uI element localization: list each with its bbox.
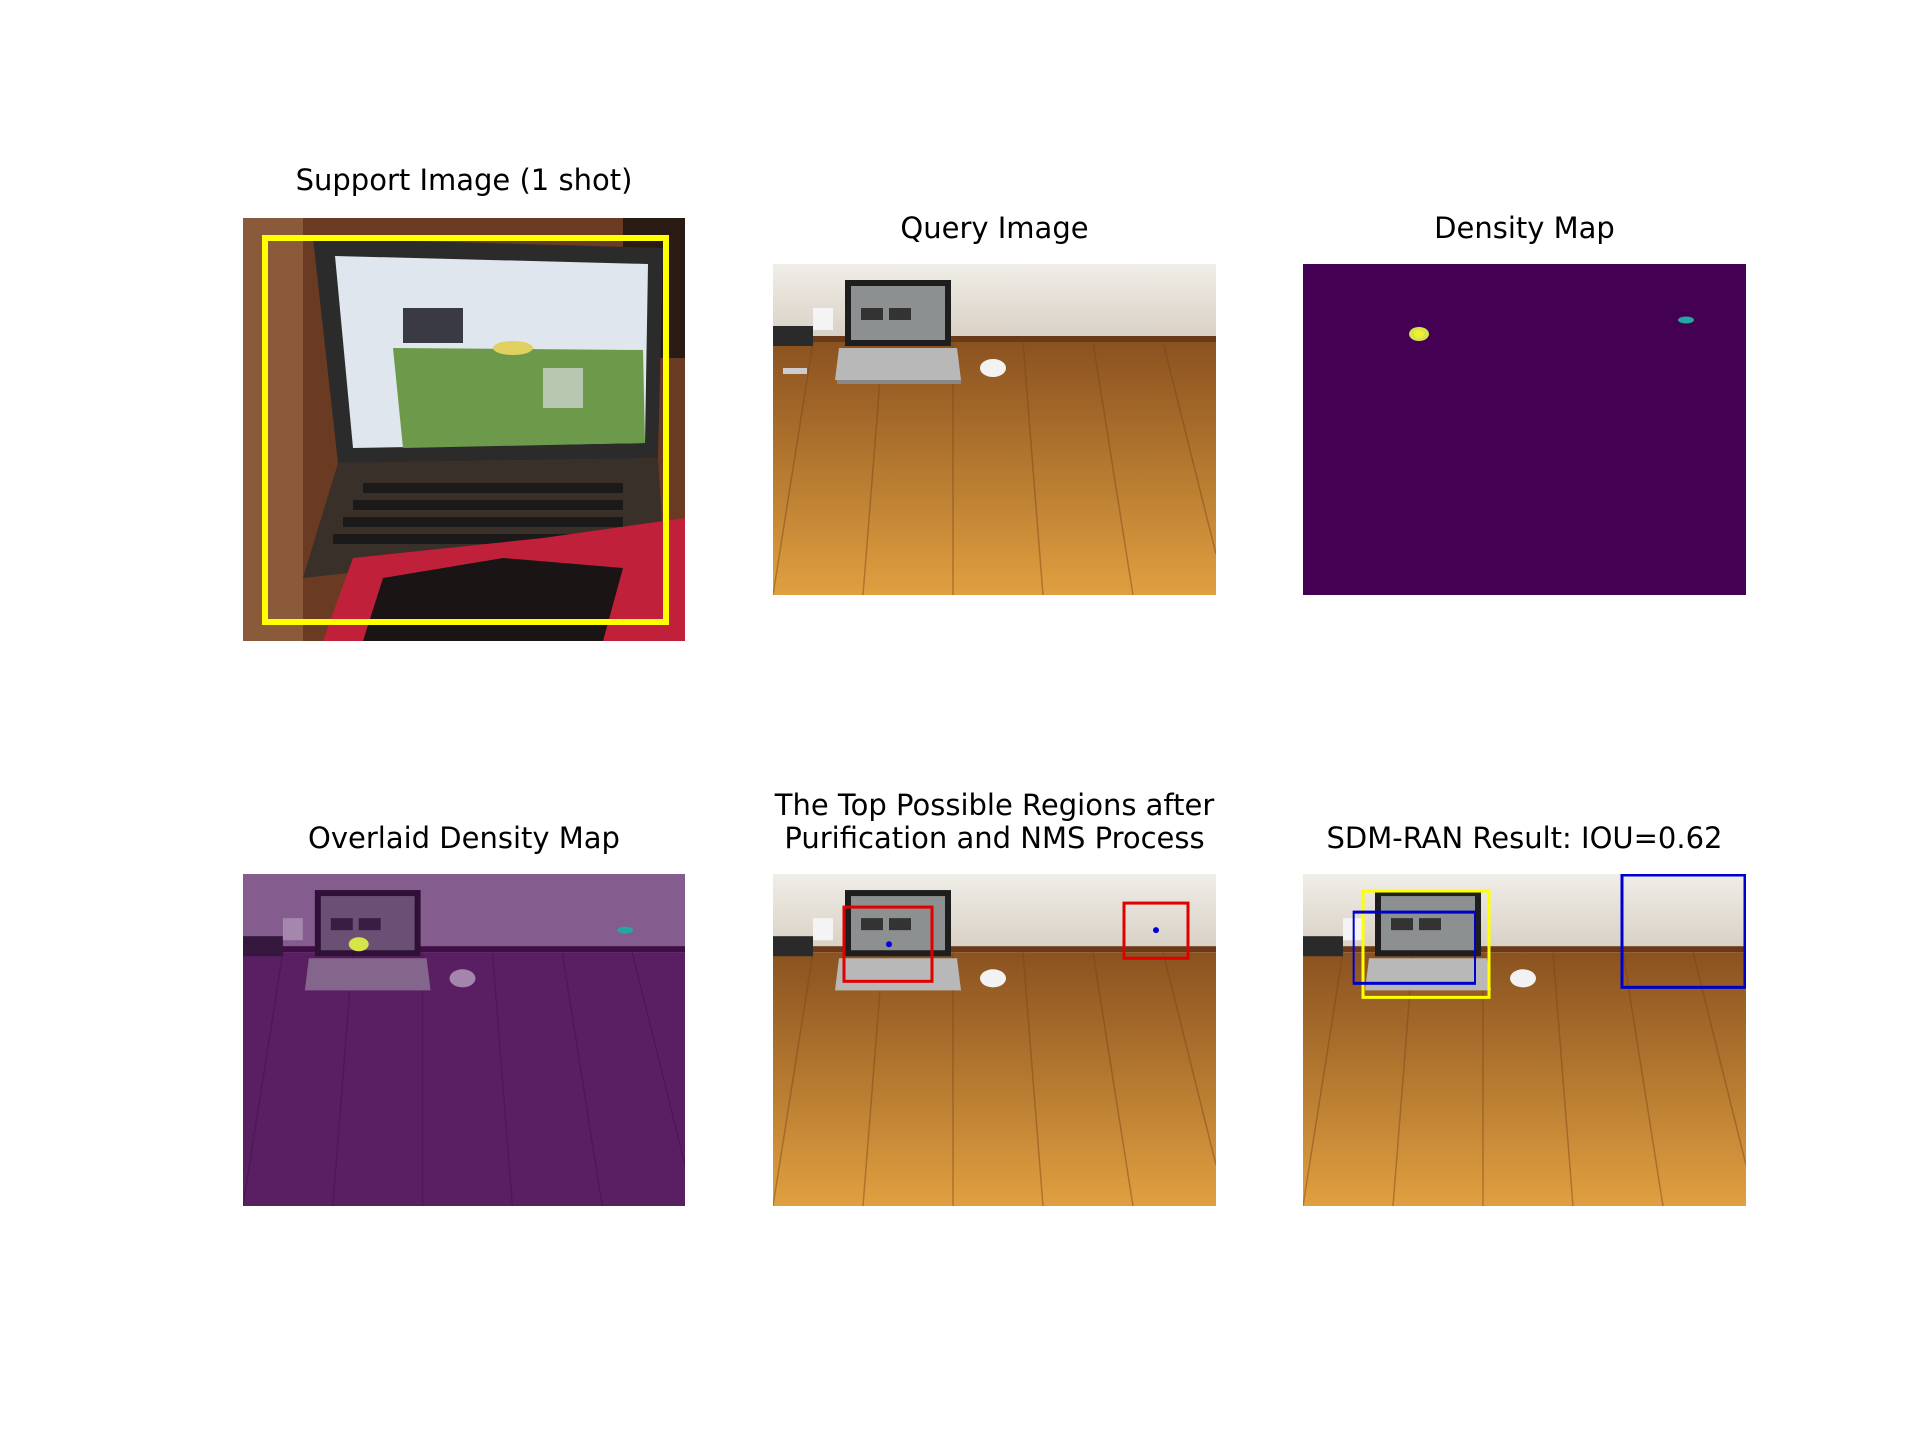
query-image — [773, 264, 1216, 595]
density-peak-secondary — [1678, 316, 1694, 324]
prediction-box-1 — [1352, 910, 1477, 985]
density-map-plot — [1303, 264, 1746, 595]
density-map-title: Density Map — [1434, 211, 1615, 245]
result-photo — [1303, 874, 1746, 1206]
top-regions-photo — [773, 874, 1216, 1206]
density-map — [1303, 264, 1746, 595]
region-box-1 — [842, 905, 934, 983]
query-image-photo — [773, 264, 1216, 595]
prediction-box-2 — [1620, 874, 1746, 989]
top-regions-title: The Top Possible Regions after Purificat… — [774, 788, 1215, 855]
support-image-photo — [243, 218, 685, 641]
region-box-2 — [1122, 901, 1190, 960]
support-image-title: Support Image (1 shot) — [295, 163, 633, 197]
overlaid-density-photo — [243, 874, 685, 1206]
overlaid-density-map-title: Overlaid Density Map — [308, 821, 620, 855]
region-center-2 — [1153, 927, 1159, 934]
support-image — [243, 218, 685, 641]
result-title: SDM-RAN Result: IOU=0.62 — [1326, 821, 1723, 855]
top-regions-image — [773, 874, 1216, 1206]
query-image-title: Query Image — [900, 211, 1089, 245]
region-center-1 — [886, 941, 892, 948]
overlaid-density-map — [243, 874, 685, 1206]
support-bounding-box — [262, 235, 669, 625]
result-image — [1303, 874, 1746, 1206]
ground-truth-box — [1361, 889, 1491, 999]
